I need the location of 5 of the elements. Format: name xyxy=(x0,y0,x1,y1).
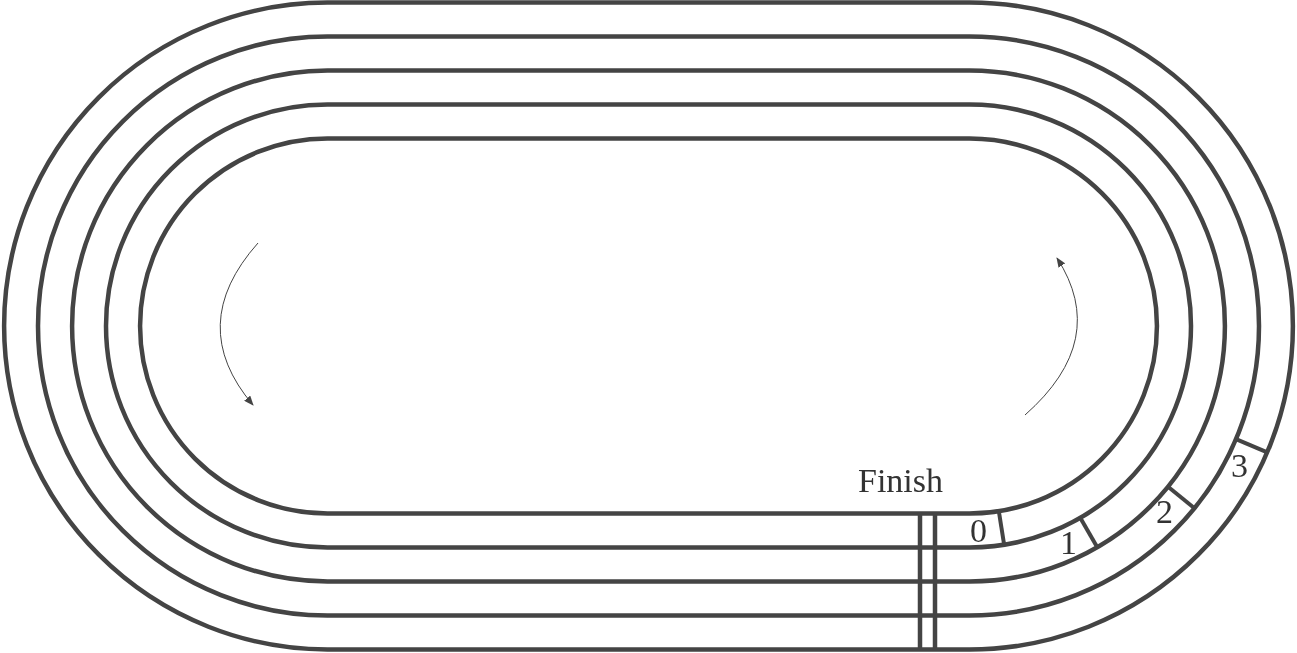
lane-number: 0 xyxy=(970,514,987,548)
finish-label: Finish xyxy=(858,464,944,498)
lane-number: 3 xyxy=(1231,449,1248,483)
lane-number: 1 xyxy=(1060,526,1077,560)
lane-number: 2 xyxy=(1156,495,1173,529)
